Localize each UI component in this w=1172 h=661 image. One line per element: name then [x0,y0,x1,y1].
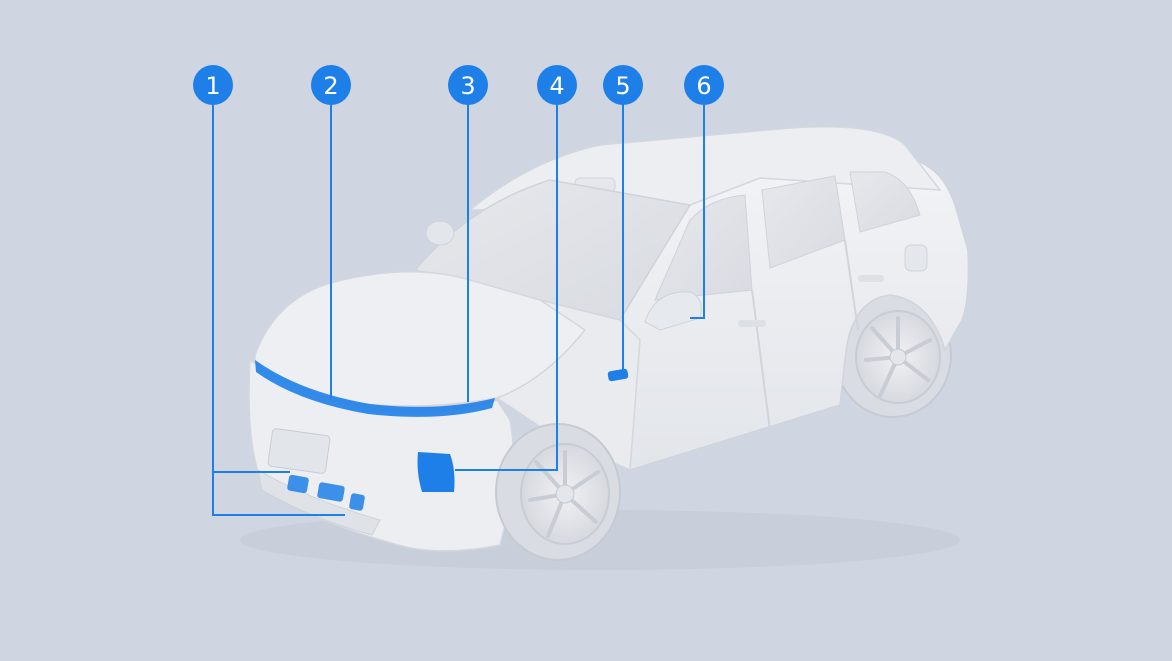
marker-4-label: 4 [549,72,564,100]
marker-5: 5 [603,65,643,105]
marker-2: 2 [311,65,351,105]
marker-3-label: 3 [460,72,475,100]
leader-line-1 [212,104,345,516]
marker-6: 6 [684,65,724,105]
vehicle-illustration [240,126,970,570]
lower-sensor-highlight [287,474,365,511]
marker-3: 3 [448,65,488,105]
corner-radar-highlight [417,452,455,492]
fender-camera-highlight [607,368,629,382]
leader-line-4 [455,104,558,471]
marker-4: 4 [537,65,577,105]
marker-1: 1 [193,65,233,105]
leader-lines [212,104,705,516]
marker-2-label: 2 [323,72,338,100]
marker-5-label: 5 [615,72,630,100]
marker-1-label: 1 [205,72,220,100]
front-light-bar-highlight [255,360,495,417]
rear-wheel [834,292,952,418]
marker-6-label: 6 [696,72,711,100]
leader-line-6 [690,104,705,319]
